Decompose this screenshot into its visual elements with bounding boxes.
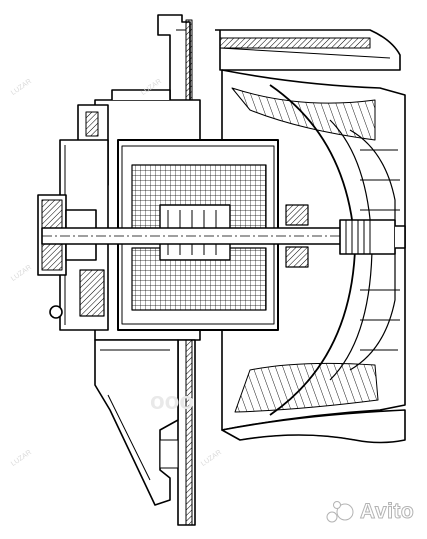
bottom-flange (177, 339, 196, 526)
housing-bottom-left (94, 339, 179, 506)
scroll-housing-top (215, 29, 401, 71)
brand-text: Avito (359, 500, 415, 524)
bearing-right (285, 204, 309, 268)
brand-logo-icon (326, 501, 354, 523)
shaft-spline (339, 219, 406, 255)
scroll-housing-bottom (221, 409, 406, 444)
watermark-brand: Avito (326, 500, 414, 524)
brush-holder (79, 269, 105, 317)
watermark-center: ооо (150, 388, 194, 415)
motor-shaft (41, 227, 345, 245)
